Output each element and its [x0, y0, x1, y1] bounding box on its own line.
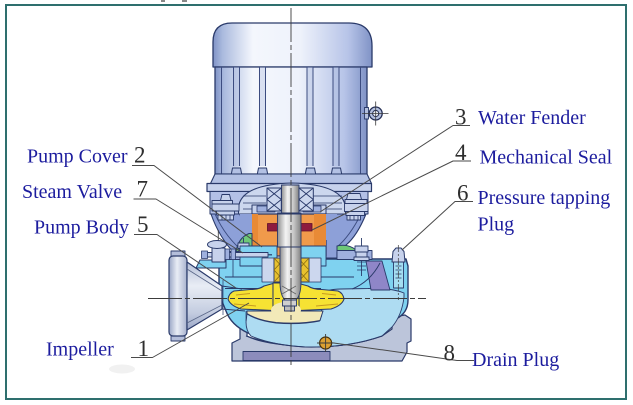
- svg-text:Mechanical Seal: Mechanical Seal: [480, 147, 613, 169]
- svg-text:Pressure tapping: Pressure tapping: [478, 187, 611, 209]
- svg-text:1: 1: [138, 336, 150, 361]
- svg-text:4: 4: [455, 140, 467, 165]
- svg-text:Water Fender: Water Fender: [478, 107, 586, 129]
- svg-text:Steam Valve: Steam Valve: [22, 181, 122, 203]
- svg-text:5: 5: [137, 212, 149, 237]
- svg-text:6: 6: [457, 181, 469, 206]
- svg-text:Pump Cover: Pump Cover: [27, 146, 128, 168]
- svg-text:2: 2: [134, 143, 146, 168]
- svg-text:Pump Body: Pump Body: [34, 217, 129, 239]
- svg-text:7: 7: [137, 177, 149, 202]
- svg-text:Drain Plug: Drain Plug: [472, 349, 559, 371]
- svg-text:8: 8: [444, 341, 456, 366]
- svg-text:3: 3: [455, 105, 467, 130]
- svg-text:Plug: Plug: [478, 214, 515, 236]
- svg-text:Impeller: Impeller: [46, 339, 114, 361]
